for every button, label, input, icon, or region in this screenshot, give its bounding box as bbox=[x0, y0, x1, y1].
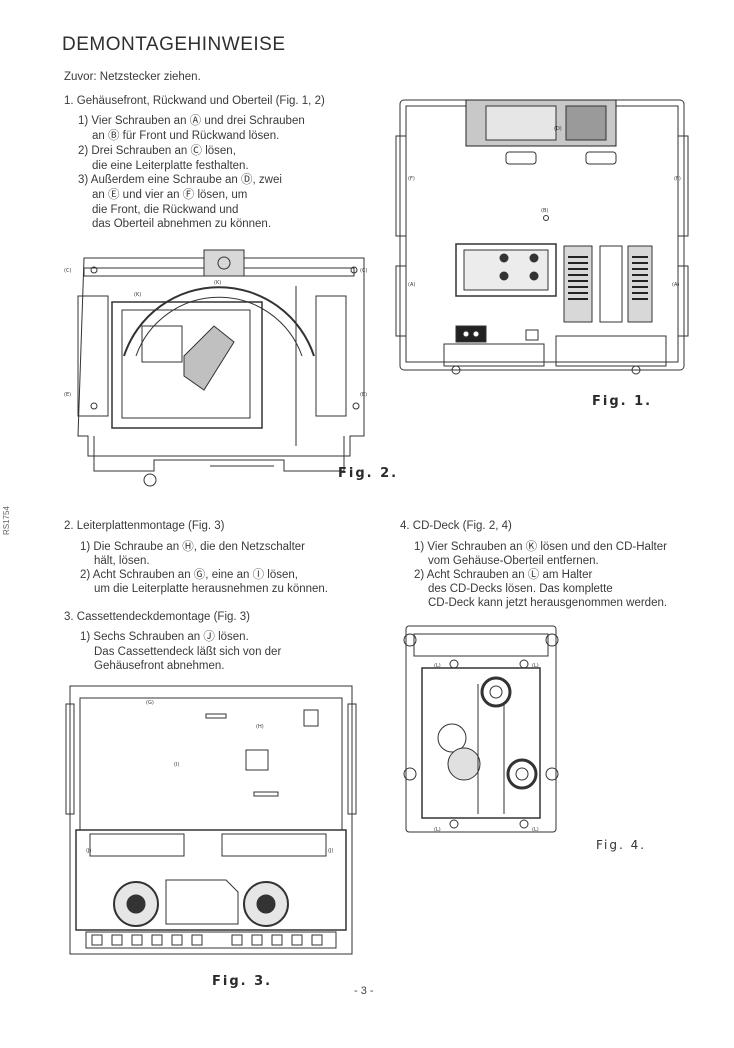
callout-K: (K) bbox=[214, 280, 221, 286]
page-number: - 3 - bbox=[354, 985, 374, 997]
section-1-line: an Ⓑ für Front und Rückwand lösen. bbox=[92, 130, 280, 142]
figure-1-rear-view: (F) (F) (A) (A) (B) (D) bbox=[396, 96, 696, 381]
section-2-line: um die Leiterplatte herausnehmen zu könn… bbox=[94, 583, 328, 595]
callout-F: (F) bbox=[408, 176, 415, 182]
section-2-heading: 2. Leiterplattenmontage (Fig. 3) bbox=[64, 520, 225, 532]
section-4-line: 1) Vier Schrauben an Ⓚ lösen und den CD-… bbox=[414, 541, 667, 553]
section-1-line: 3) Außerdem eine Schraube an Ⓓ, zwei bbox=[78, 174, 282, 186]
section-3-line: Das Cassettendeck läßt sich von der bbox=[94, 646, 282, 658]
callout-C: (C) bbox=[64, 268, 71, 274]
section-3-line: Gehäusefront abnehmen. bbox=[94, 660, 225, 672]
callout-L: (L) bbox=[532, 827, 539, 833]
section-1-line: das Oberteil abnehmen zu können. bbox=[92, 218, 272, 230]
section-1-line: 2) Drei Schrauben an Ⓒ lösen, bbox=[78, 145, 236, 157]
callout-E: (E) bbox=[360, 392, 367, 398]
callout-A: (A) bbox=[408, 282, 415, 288]
callout-L: (L) bbox=[434, 827, 441, 833]
callout-G: (G) bbox=[146, 700, 154, 706]
section-1-line: an Ⓔ und vier an Ⓕ lösen, um bbox=[92, 189, 248, 201]
section-3-line: 1) Sechs Schrauben an Ⓙ lösen. bbox=[80, 631, 249, 643]
section-2-line: hält, lösen. bbox=[94, 555, 150, 567]
section-4-heading: 4. CD-Deck (Fig. 2, 4) bbox=[400, 520, 512, 532]
figure-4-cd-deck: (L) (L) (L) (L) bbox=[398, 624, 574, 833]
section-1-line: die eine Leiterplatte festhalten. bbox=[92, 160, 249, 172]
intro-text: Zuvor: Netzstecker ziehen. bbox=[64, 71, 201, 83]
section-4-line: vom Gehäuse-Oberteil entfernen. bbox=[428, 555, 599, 567]
figure-2-top-view: (C) (C) (E) (E) (K) (K) bbox=[64, 246, 367, 486]
callout-C: (C) bbox=[360, 268, 367, 274]
figure-3-label: Fig. 3. bbox=[212, 974, 273, 989]
callout-F: (F) bbox=[674, 176, 681, 182]
section-1-line: die Front, die Rückwand und bbox=[92, 204, 239, 216]
section-4-line: des CD-Decks lösen. Das komplette bbox=[428, 583, 613, 595]
callout-J: (J) bbox=[86, 848, 91, 854]
section-4-line: CD-Deck kann jetzt herausgenommen werden… bbox=[428, 597, 668, 609]
section-1-line: 1) Vier Schrauben an Ⓐ und drei Schraube… bbox=[78, 115, 305, 127]
figure-3-front-view: (G) (J) (J) (I) (H) bbox=[66, 684, 356, 959]
callout-E: (E) bbox=[64, 392, 71, 398]
page-title: DEMONTAGEHINWEISE bbox=[62, 34, 286, 55]
section-2-line: 2) Acht Schrauben an Ⓖ, eine an Ⓘ lösen, bbox=[80, 569, 298, 581]
callout-A: (A) bbox=[672, 282, 679, 288]
callout-L: (L) bbox=[434, 663, 441, 669]
figure-4-label: Fig. 4. bbox=[596, 838, 647, 852]
callout-I: (I) bbox=[174, 762, 179, 768]
callout-L: (L) bbox=[532, 663, 539, 669]
figure-2-label: Fig. 2. bbox=[338, 466, 399, 481]
callout-J: (J) bbox=[328, 848, 333, 854]
section-2-line: 1) Die Schraube an Ⓗ, die den Netzschalt… bbox=[80, 541, 306, 553]
section-4-line: 2) Acht Schrauben an Ⓛ am Halter bbox=[414, 569, 593, 581]
callout-H: (H) bbox=[256, 724, 264, 730]
document-code: RS1754 bbox=[2, 506, 11, 535]
section-3-heading: 3. Cassettendeckdemontage (Fig. 3) bbox=[64, 611, 251, 623]
figure-1-label: Fig. 1. bbox=[592, 394, 653, 409]
callout-K: (K) bbox=[134, 292, 141, 298]
callout-B: (B) bbox=[541, 208, 548, 214]
section-1-heading: 1. Gehäusefront, Rückwand und Oberteil (… bbox=[64, 95, 325, 107]
callout-D: (D) bbox=[554, 126, 562, 132]
